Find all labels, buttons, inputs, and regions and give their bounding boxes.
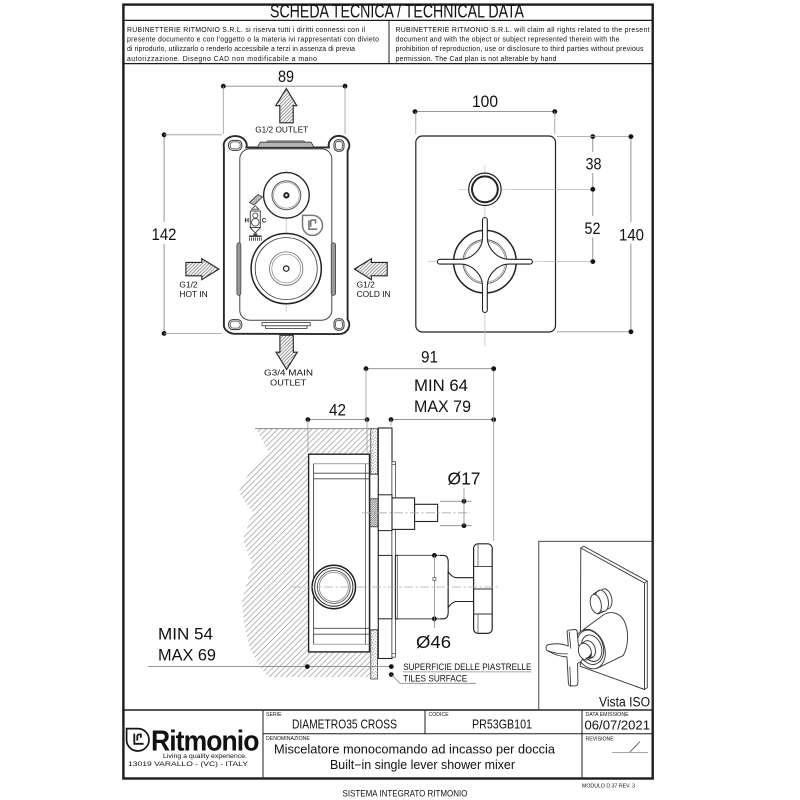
svg-text:06/07/2021: 06/07/2021: [585, 718, 651, 733]
svg-text:autorizzazione. Disegno CAD no: autorizzazione. Disegno CAD non modifica…: [127, 56, 317, 63]
svg-text:REVISIONE: REVISIONE: [586, 737, 615, 743]
svg-text:SISTEMA INTEGRATO RITMONIO: SISTEMA INTEGRATO RITMONIO: [343, 788, 468, 798]
svg-text:H: H: [245, 218, 249, 224]
svg-text:TILES SURFACE: TILES SURFACE: [403, 673, 467, 683]
svg-text:RUBINETTERIE RITMONIO S.R.L. s: RUBINETTERIE RITMONIO S.R.L. si riserva …: [127, 27, 365, 34]
svg-text:OUTLET: OUTLET: [270, 377, 306, 387]
svg-text:SCHEDA TECNICA / TECHNICAL DAT: SCHEDA TECNICA / TECHNICAL DATA: [270, 1, 524, 21]
svg-text:presente documento e con l'ogg: presente documento e con l'oggetto o la …: [127, 37, 379, 44]
svg-text:permission. The Cad plan is n: permission. The Cad plan is not alterabl…: [396, 56, 557, 63]
svg-text:Living a quality experience.: Living a quality experience.: [163, 753, 247, 760]
svg-text:G1/2 OUTLET: G1/2 OUTLET: [255, 125, 308, 135]
svg-text:MODULO D.37 REV. 3: MODULO D.37 REV. 3: [582, 783, 635, 789]
svg-text:DENOMINAZIONE: DENOMINAZIONE: [266, 736, 310, 742]
svg-text:140: 140: [619, 226, 644, 245]
svg-text:C: C: [262, 218, 267, 224]
svg-text:HOT IN: HOT IN: [179, 289, 207, 299]
svg-text:PR53GB101: PR53GB101: [472, 718, 532, 732]
svg-text:SERIE: SERIE: [266, 712, 282, 718]
svg-text:100: 100: [472, 92, 498, 111]
svg-text:SUPERFICIE DELLE PIASTRELLE: SUPERFICIE DELLE PIASTRELLE: [403, 662, 531, 672]
svg-text:G3/4 MAIN: G3/4 MAIN: [264, 368, 313, 378]
svg-text:COLD IN: COLD IN: [357, 289, 391, 299]
svg-text:MAX 79: MAX 79: [414, 397, 471, 416]
svg-text:Ritmonio: Ritmonio: [151, 725, 259, 757]
svg-text:MIN 64: MIN 64: [414, 376, 468, 395]
svg-text:Ø17: Ø17: [448, 469, 481, 489]
svg-text:MIN 54: MIN 54: [158, 625, 213, 644]
svg-text:142: 142: [152, 225, 177, 244]
svg-text:G1/2: G1/2: [357, 279, 375, 289]
svg-text:52: 52: [585, 219, 601, 238]
svg-text:Ø46: Ø46: [416, 632, 451, 652]
svg-text:13019 VARALLO - (VC) - ITALY: 13019 VARALLO - (VC) - ITALY: [128, 761, 248, 768]
svg-text:42: 42: [329, 401, 346, 420]
svg-text:document and with the object o: document and with the object or subject …: [396, 37, 620, 44]
svg-text:G1/2: G1/2: [179, 279, 197, 289]
svg-text:DIAMETRO35 CROSS: DIAMETRO35 CROSS: [292, 718, 397, 732]
svg-text:prohibition of reproduction,: prohibition of reproduction, use or disc…: [396, 46, 645, 53]
svg-text:91: 91: [421, 348, 438, 367]
svg-text:DATA EMISSIONE: DATA EMISSIONE: [586, 712, 630, 718]
svg-text:Built−in single lever showe: Built−in single lever shower mixer: [330, 758, 515, 772]
svg-text:di riprodurlo, utilizzarlo o r: di riprodurlo, utilizzarlo o renderlo ac…: [127, 46, 355, 53]
svg-text:RUBINETTERIE RITMONIO S.R.L. w: RUBINETTERIE RITMONIO S.R.L. will claim …: [396, 27, 650, 34]
svg-text:Miscelatore monocomando ad: Miscelatore monocomando ad incasso per d…: [274, 743, 555, 757]
svg-text:38: 38: [586, 155, 602, 174]
svg-text:89: 89: [278, 67, 294, 86]
svg-text:Vista ISO: Vista ISO: [599, 695, 650, 710]
svg-text:CODICE: CODICE: [429, 712, 450, 718]
svg-text:MAX 69: MAX 69: [158, 646, 216, 665]
